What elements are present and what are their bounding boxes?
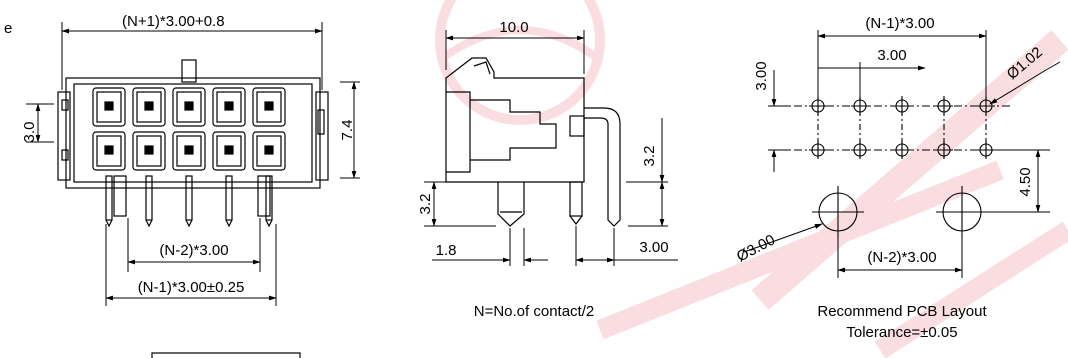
side-pin-spacing-label: 3.00 [639, 239, 668, 256]
front-cavity-contact [224, 101, 234, 111]
front-cavity [132, 131, 166, 171]
side-view-dimensions [424, 30, 678, 266]
front-height-label: 7.4 [339, 120, 356, 141]
front-pin-tip [185, 219, 193, 228]
front-cavity-inner [96, 135, 122, 167]
watermark-logo [435, 0, 1068, 358]
front-cavity-inner [176, 91, 202, 123]
side-depth-label: 10.0 [499, 19, 528, 36]
front-cavity-inner [256, 91, 282, 123]
front-overall-width-label: (N+1)*3.00+0.8 [122, 13, 225, 30]
front-cavity-inner [176, 135, 202, 167]
front-cavity-contact [264, 101, 274, 111]
pcb-tolerance: Tolerance=±0.05 [846, 324, 957, 341]
front-cavity-contact [264, 145, 274, 155]
pcb-caption: Recommend PCB Layout [817, 303, 987, 320]
front-pin-tip [105, 219, 113, 228]
front-pin [225, 175, 233, 221]
front-view [57, 59, 329, 228]
pcb-row-pitch-label: 3.00 [753, 61, 770, 90]
front-cavity-inner [256, 135, 282, 167]
front-cavity-inner [216, 91, 242, 123]
front-cavity-inner [96, 91, 122, 123]
front-cavity [252, 87, 286, 127]
front-cavity-inner [136, 135, 162, 167]
front-pin [185, 175, 193, 221]
front-pin [105, 175, 113, 221]
front-cavity-contact [104, 145, 114, 155]
front-pin-tip [145, 219, 153, 228]
side-post-offset-label: 1.8 [436, 242, 457, 259]
front-cavity [252, 131, 286, 171]
contact-note: N=No.of contact/2 [474, 303, 594, 320]
front-cavity-contact [104, 101, 114, 111]
front-cavity-contact [224, 145, 234, 155]
front-cavity-contact [144, 145, 154, 155]
side-view [445, 57, 621, 227]
partial-box [151, 352, 301, 358]
front-pin-span-inner-label: (N-2)*3.00 [159, 242, 228, 259]
side-post-length-label: 3.2 [417, 194, 434, 215]
front-cavity-inner [136, 91, 162, 123]
pcb-peg-span-label: (N-2)*3.00 [867, 249, 936, 266]
front-pin-tip [225, 219, 233, 228]
front-cavity [92, 131, 126, 171]
pcb-hole-pitch-label: 3.00 [877, 47, 906, 64]
side-pin-offset-label: 3.2 [641, 146, 658, 167]
pcb-peg-offset-label: 4.50 [1017, 167, 1034, 196]
front-cavity [212, 87, 246, 127]
front-edge-label: e [4, 20, 12, 37]
front-pin [265, 175, 273, 221]
pcb-hole-pitch-total-label: (N-1)*3.00 [865, 15, 934, 32]
front-cavity [92, 87, 126, 127]
front-cavity-inner [216, 135, 242, 167]
front-cavity [172, 87, 206, 127]
front-cavity [212, 131, 246, 171]
front-cavity-contact [144, 101, 154, 111]
front-pin [145, 175, 153, 221]
front-view-dimensions [26, 22, 360, 306]
pcb-dimensions [743, 30, 1061, 278]
front-cavity-contact [184, 101, 194, 111]
front-pitch-label: 3.0 [21, 122, 38, 143]
front-pin-tip [265, 219, 273, 228]
front-pin-span-outer-label: (N-1)*3.00±0.25 [138, 279, 245, 296]
front-cavity [172, 131, 206, 171]
front-cavity-contact [184, 145, 194, 155]
front-cavity [132, 87, 166, 127]
